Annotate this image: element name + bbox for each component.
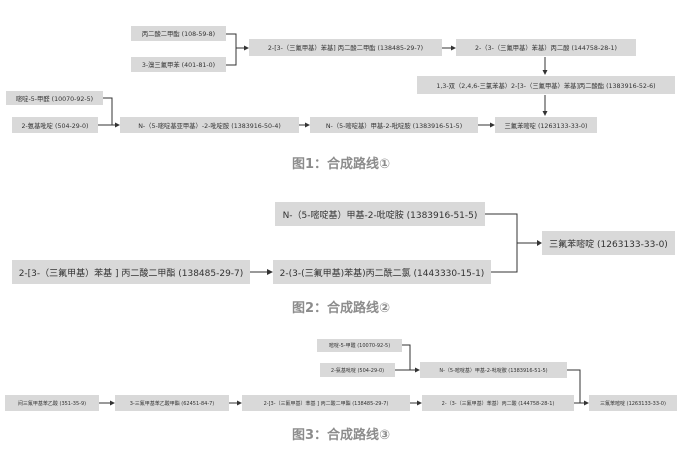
- route1-node-aminopyridine: 2-氨基吡啶 (504-29-0): [12, 117, 98, 133]
- route1-node-bis-trichlorophenyl-ester: 1,3-双（2,4,6-三氯苯基）2-[3-（三氟甲基）苯基]丙二酸酯 (138…: [417, 76, 675, 94]
- route2-connector-a-d: [485, 213, 538, 244]
- route1-node-dimethyl-ester: 2-[3-（三氟甲基）苯基] 丙二酸二甲酯 (138485-29-7): [249, 39, 442, 56]
- route1-arrowhead: [542, 111, 548, 116]
- route2-arrowhead: [267, 269, 273, 275]
- route2-node-malonyl-dichloride: 2-(3-(三氟甲基)苯基)丙二酰二氯 (1443330-15-1): [273, 260, 491, 284]
- route3-arrowhead: [110, 400, 115, 406]
- route3-connector-c-h: [567, 369, 581, 403]
- route3-arrowhead: [415, 367, 420, 373]
- route3-node-dimethyl-ester: 2-[3-（三氟甲基）苯基 ] 丙二酸二甲酯 (138485-29-7): [242, 395, 410, 411]
- route1-arrowhead: [451, 45, 456, 51]
- route2-arrowhead: [537, 240, 542, 246]
- route3-arrowhead: [237, 400, 242, 406]
- route1-arrowhead: [115, 122, 120, 128]
- route2-connector-c-d: [491, 243, 518, 273]
- route2-caption: 图2：合成路线②: [291, 301, 391, 316]
- route3-arrowhead: [417, 400, 422, 406]
- route1-caption: 图1：合成路线①: [291, 157, 391, 172]
- route1-arrowhead: [244, 45, 249, 51]
- route1-node-dimethyl-malonate: 丙二酸二甲酯 (108-59-8): [131, 26, 226, 41]
- route1-node-triflumezopyrim: 三氟苯嘧啶 (1263133-33-0): [495, 117, 597, 133]
- route3-node-aminopyridine: 2-氨基吡啶 (504-29-0): [320, 363, 395, 377]
- route3-caption: 图3：合成路线③: [291, 428, 391, 443]
- route3-connector-a-c: [402, 344, 411, 370]
- route1-arrowhead: [490, 122, 495, 128]
- route3-node-pyrimidine-carbaldehyde: 嘧啶-5-甲醛 (10070-92-5): [317, 339, 402, 352]
- route1-node-bromobenzotrifluoride: 3-溴三氟甲苯 (401-81-0): [131, 57, 226, 72]
- route1-node-pyrimidine-carbaldehyde: 嘧啶-5-甲醛 (10070-92-5): [6, 91, 103, 105]
- route1-arrowhead: [542, 70, 548, 75]
- route1-node-malonic-acid: 2-（3-（三氟甲基）苯基）丙二酸 (144758-28-1): [456, 39, 636, 56]
- route1-node-imine: N-（5-嘧啶基亚甲基）-2-吡啶胺 (1383916-50-4): [120, 117, 299, 133]
- route1-node-amine: N-（5-嘧啶基）甲基-2-吡啶胺 (1383916-51-5): [310, 117, 478, 133]
- route3-node-amine: N-（5-嘧啶基）甲基-2-吡啶胺 (1383916-51-5): [420, 362, 567, 378]
- route3-node-triflumezopyrim: 三氟苯嘧啶 (1263133-33-0): [589, 395, 677, 411]
- route3-node-malonic-acid: 2-（3-（三氟甲基）苯基）丙二酸 (144758-28-1): [422, 395, 574, 411]
- route2-node-dimethyl-ester: 2-[3-（三氟甲基）苯基 ] 丙二酸二甲酯 (138485-29-7): [12, 260, 250, 284]
- route3-node-methyl-ester: 3-三氟甲基苯乙酸甲酯 (62451-84-7): [115, 395, 229, 411]
- route2-node-triflumezopyrim: 三氟苯嘧啶 (1263133-33-0): [542, 231, 675, 255]
- route3-arrowhead: [584, 400, 589, 406]
- route1-connector-b-c: [226, 47, 245, 66]
- route1-connector-f-h: [103, 97, 113, 125]
- route1-arrowhead: [305, 122, 310, 128]
- route3-node-trifluoromethylphenylacetic-acid: 间三氟甲基苯乙酸 (351-35-9): [5, 395, 99, 411]
- route1-connector-a-c: [226, 33, 237, 48]
- route2-node-amine: N-（5-嘧啶基）甲基-2-吡啶胺 (1383916-51-5): [275, 202, 485, 226]
